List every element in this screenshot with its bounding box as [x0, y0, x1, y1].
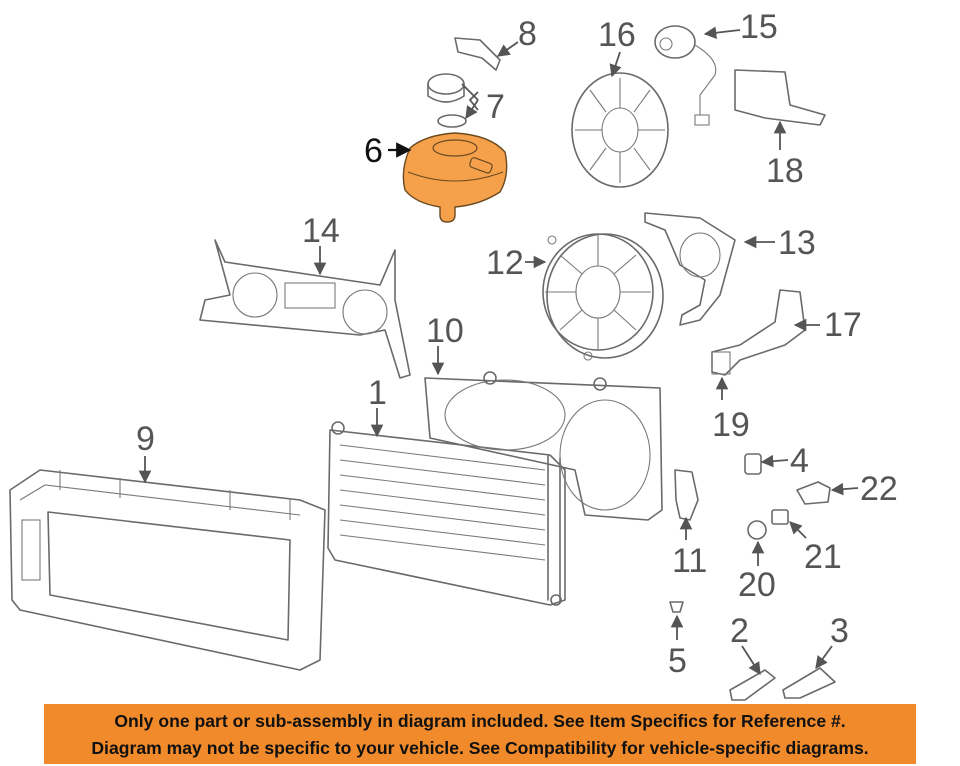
- fan-assembly: [542, 233, 664, 361]
- sensor-plug: [771, 509, 789, 525]
- callout-11: 11: [672, 542, 707, 580]
- callout-17: 17: [824, 306, 862, 344]
- callout-16: 16: [598, 16, 636, 54]
- fan-bracket: [199, 239, 411, 379]
- disclaimer-banner: Only one part or sub-assembly in diagram…: [44, 704, 916, 764]
- motor-bracket: [734, 69, 826, 126]
- callout-1: 1: [368, 374, 387, 412]
- callout-3: 3: [830, 612, 849, 650]
- callout-13: 13: [778, 224, 816, 262]
- bracket: [674, 469, 699, 521]
- tank-cap: [427, 73, 467, 128]
- callout-9: 9: [136, 420, 155, 458]
- callout-20: 20: [738, 566, 776, 604]
- drain-plug: [669, 601, 684, 613]
- cooling-fan: [571, 72, 669, 188]
- callout-4: 4: [790, 442, 809, 480]
- disclaimer-line-1: Only one part or sub-assembly in diagram…: [114, 711, 846, 731]
- callout-12: 12: [486, 244, 524, 282]
- callout-2: 2: [730, 612, 749, 650]
- callout-8: 8: [518, 15, 537, 53]
- sensor: [744, 453, 762, 475]
- callout-15: 15: [740, 8, 778, 46]
- callout-22: 22: [860, 470, 898, 508]
- hose-clamp: [729, 669, 776, 701]
- clip: [454, 37, 501, 71]
- callout-19: 19: [712, 406, 750, 444]
- connector: [796, 481, 831, 505]
- fan-shroud: [424, 371, 663, 521]
- callout-21: 21: [804, 538, 842, 576]
- coolant-expansion-tank: [402, 132, 508, 223]
- radiator-support-frame: [9, 469, 326, 671]
- callout-14: 14: [302, 212, 340, 250]
- callout-5: 5: [668, 642, 687, 680]
- wiring-harness: [711, 289, 806, 376]
- callout-10: 10: [426, 312, 464, 350]
- disclaimer-line-2: Diagram may not be specific to your vehi…: [91, 738, 869, 758]
- fan-motor: [654, 25, 717, 126]
- callout-6: 6: [364, 132, 383, 170]
- radiator: [327, 421, 566, 606]
- callout-18: 18: [766, 152, 804, 190]
- callout-7: 7: [486, 88, 505, 126]
- hose-clamp: [782, 667, 836, 699]
- fan-mount: [644, 212, 736, 326]
- temperature-switch: [747, 520, 767, 540]
